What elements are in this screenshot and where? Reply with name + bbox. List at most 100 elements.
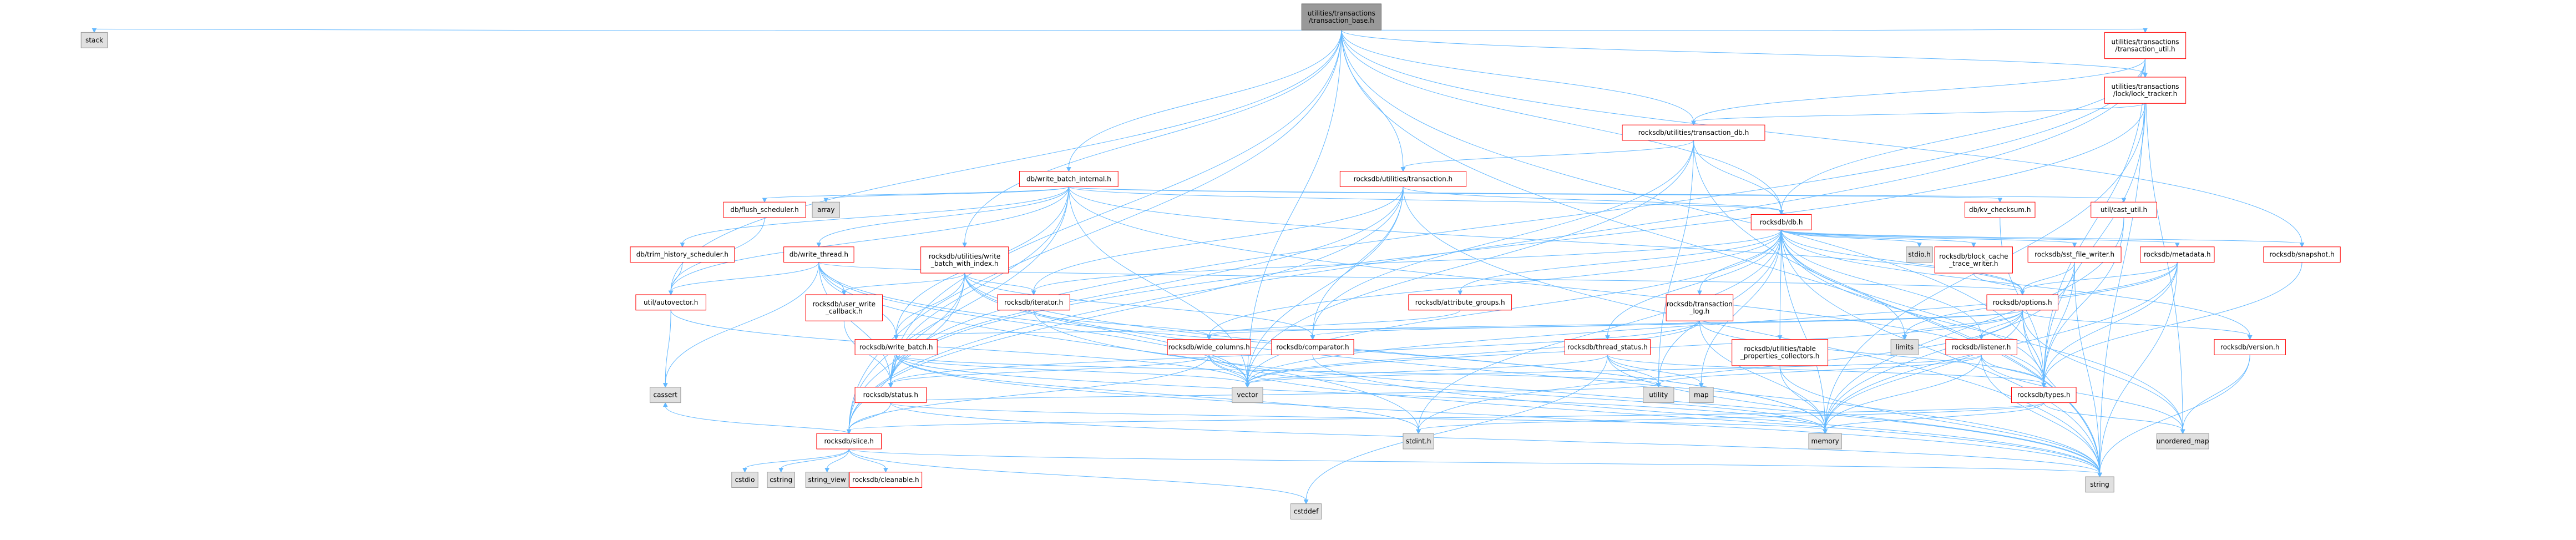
node-label: rocksdb/db.h: [1760, 218, 1803, 226]
node-stack: stack: [80, 32, 108, 48]
node-cleanable[interactable]: rocksdb/cleanable.h: [849, 472, 923, 488]
node-autovector[interactable]: util/autovector.h: [635, 294, 706, 311]
node-label: rocksdb/slice.h: [824, 437, 874, 445]
edge-slice-to-string_view: [824, 448, 849, 473]
edge-txutil-to-dbh: [1779, 58, 2146, 215]
edge-root-to-vector: [1245, 30, 1342, 388]
node-writethread[interactable]: db/write_thread.h: [783, 246, 854, 263]
node-trimhist[interactable]: db/trim_history_scheduler.h: [630, 246, 735, 263]
node-txdb[interactable]: rocksdb/utilities/transaction_db.h: [1622, 124, 1765, 141]
node-limits: limits: [1890, 339, 1919, 355]
graph-nodes: utilities/transactions/transaction_base.…: [80, 3, 2341, 519]
node-label: rocksdb/iterator.h: [1004, 299, 1063, 306]
node-label: memory: [1811, 437, 1839, 445]
node-label: rocksdb/thread_status.h: [1567, 344, 1648, 351]
node-label: rocksdb/utilities/transaction_db.h: [1638, 129, 1749, 137]
edge-iterator-to-string: [1033, 310, 2102, 478]
node-wbwi[interactable]: rocksdb/utilities/write_batch_with_index…: [920, 246, 1009, 274]
edge-options-to-version: [2022, 310, 2253, 340]
edge-wbwi-to-userwrite: [842, 272, 965, 296]
node-wbinternal[interactable]: db/write_batch_internal.h: [1019, 171, 1119, 187]
node-label: rocksdb/block_cache: [1939, 253, 2008, 260]
node-version[interactable]: rocksdb/version.h: [2214, 339, 2286, 355]
edge-iterator-to-widecols: [1033, 310, 1212, 340]
edge-comparator-to-string: [1312, 355, 2102, 478]
node-cstring: cstring: [767, 472, 795, 488]
node-label: rocksdb/attribute_groups.h: [1415, 299, 1505, 306]
node-label: db/flush_scheduler.h: [730, 206, 798, 214]
edge-writebatch-to-stdint: [895, 355, 1421, 435]
node-label: util/cast_util.h: [2101, 206, 2147, 214]
edge-autovector-to-cassert: [662, 310, 671, 388]
node-label: rocksdb/transaction: [1667, 300, 1733, 308]
node-label: rocksdb/utilities/table: [1744, 345, 1816, 353]
node-label: utilities/transactions: [2111, 38, 2179, 46]
node-comparator[interactable]: rocksdb/comparator.h: [1271, 339, 1354, 355]
edge-listener-to-vector: [1245, 354, 1982, 388]
edge-wbwi-to-string: [964, 273, 2102, 478]
edge-dbh-to-attrgroups: [1457, 230, 1782, 296]
node-snapshot[interactable]: rocksdb/snapshot.h: [2263, 246, 2341, 263]
node-kvchecksum[interactable]: db/kv_checksum.h: [1965, 201, 2036, 218]
node-slice[interactable]: rocksdb/slice.h: [816, 433, 882, 450]
node-types[interactable]: rocksdb/types.h: [2011, 387, 2077, 403]
node-writebatch[interactable]: rocksdb/write_batch.h: [854, 339, 938, 355]
node-bcache[interactable]: rocksdb/block_cache_trace_writer.h: [1934, 246, 2013, 274]
edge-txutil-to-slice: [846, 58, 2146, 435]
node-cstddef: cstddef: [1290, 503, 1322, 519]
edge-threadstatus-to-string: [1607, 355, 2102, 478]
edge-types-to-stdint: [1416, 402, 2044, 435]
node-options[interactable]: rocksdb/options.h: [1986, 294, 2058, 311]
edge-options-to-unordered_map: [2022, 310, 2185, 435]
node-tableprops[interactable]: rocksdb/utilities/table_properties_colle…: [1732, 339, 1829, 366]
node-listener[interactable]: rocksdb/listener.h: [1945, 339, 2017, 355]
node-label: _batch_with_index.h: [930, 260, 999, 268]
node-label: db/trim_history_scheduler.h: [636, 251, 728, 259]
edge-writethread-to-cassert: [662, 262, 819, 388]
node-label: /lock/lock_tracker.h: [2113, 90, 2177, 98]
edge-root-to-snapshot: [1341, 30, 2305, 248]
node-label: array: [817, 206, 834, 214]
node-txutil[interactable]: utilities/transactions/transaction_util.…: [2104, 32, 2187, 59]
node-label: rocksdb/version.h: [2220, 344, 2279, 351]
node-label: rocksdb/metadata.h: [2144, 251, 2211, 259]
edge-slice-to-cleanable: [848, 448, 888, 473]
node-label: rocksdb/snapshot.h: [2269, 251, 2334, 259]
edge-txutil-to-txdb: [1691, 58, 2146, 126]
node-root[interactable]: utilities/transactions/transaction_base.…: [1301, 3, 1381, 31]
node-castutil[interactable]: util/cast_util.h: [2091, 201, 2157, 218]
node-userwrite[interactable]: rocksdb/user_write_callback.h: [805, 294, 883, 321]
node-label: util/autovector.h: [644, 299, 698, 306]
node-dbh[interactable]: rocksdb/db.h: [1750, 214, 1812, 230]
node-flushsched[interactable]: db/flush_scheduler.h: [723, 201, 806, 218]
node-sstfile[interactable]: rocksdb/sst_file_writer.h: [2027, 246, 2122, 263]
edge-options-to-widecols: [1206, 310, 2023, 340]
node-memory: memory: [1808, 433, 1842, 450]
edge-txdb-to-dbh: [1693, 140, 1784, 215]
edge-root-to-wbinternal: [1066, 30, 1342, 172]
node-label: rocksdb/comparator.h: [1276, 344, 1349, 351]
node-threadstatus[interactable]: rocksdb/thread_status.h: [1564, 339, 1651, 355]
node-widecols[interactable]: rocksdb/wide_columns.h: [1167, 339, 1251, 355]
node-iterator[interactable]: rocksdb/iterator.h: [997, 294, 1070, 311]
edge-root-to-txutil: [1341, 28, 2148, 33]
node-cassert: cassert: [650, 387, 681, 403]
node-label: cstddef: [1294, 508, 1319, 516]
node-status[interactable]: rocksdb/status.h: [854, 387, 927, 403]
node-label: db/write_thread.h: [789, 251, 848, 259]
node-metadata[interactable]: rocksdb/metadata.h: [2140, 246, 2215, 263]
edge-txutil-to-unordered_map: [2145, 58, 2185, 435]
edge-writebatch-to-memory: [895, 355, 1828, 435]
node-locktracker[interactable]: utilities/transactions/lock/lock_tracker…: [2104, 77, 2187, 104]
edge-dbh-to-iterator: [1031, 230, 1782, 296]
node-label: limits: [1896, 344, 1914, 351]
edge-txdb-to-utxn: [1400, 140, 1694, 172]
edge-root-to-wbwi: [962, 30, 1342, 248]
edge-wbinternal-to-status: [888, 186, 1069, 388]
node-label: utilities/transactions: [1308, 9, 1375, 17]
node-utxn[interactable]: rocksdb/utilities/transaction.h: [1339, 171, 1467, 187]
node-string: string: [2085, 476, 2114, 493]
node-txlog[interactable]: rocksdb/transaction_log.h: [1666, 294, 1734, 321]
node-attrgroups[interactable]: rocksdb/attribute_groups.h: [1408, 294, 1512, 311]
